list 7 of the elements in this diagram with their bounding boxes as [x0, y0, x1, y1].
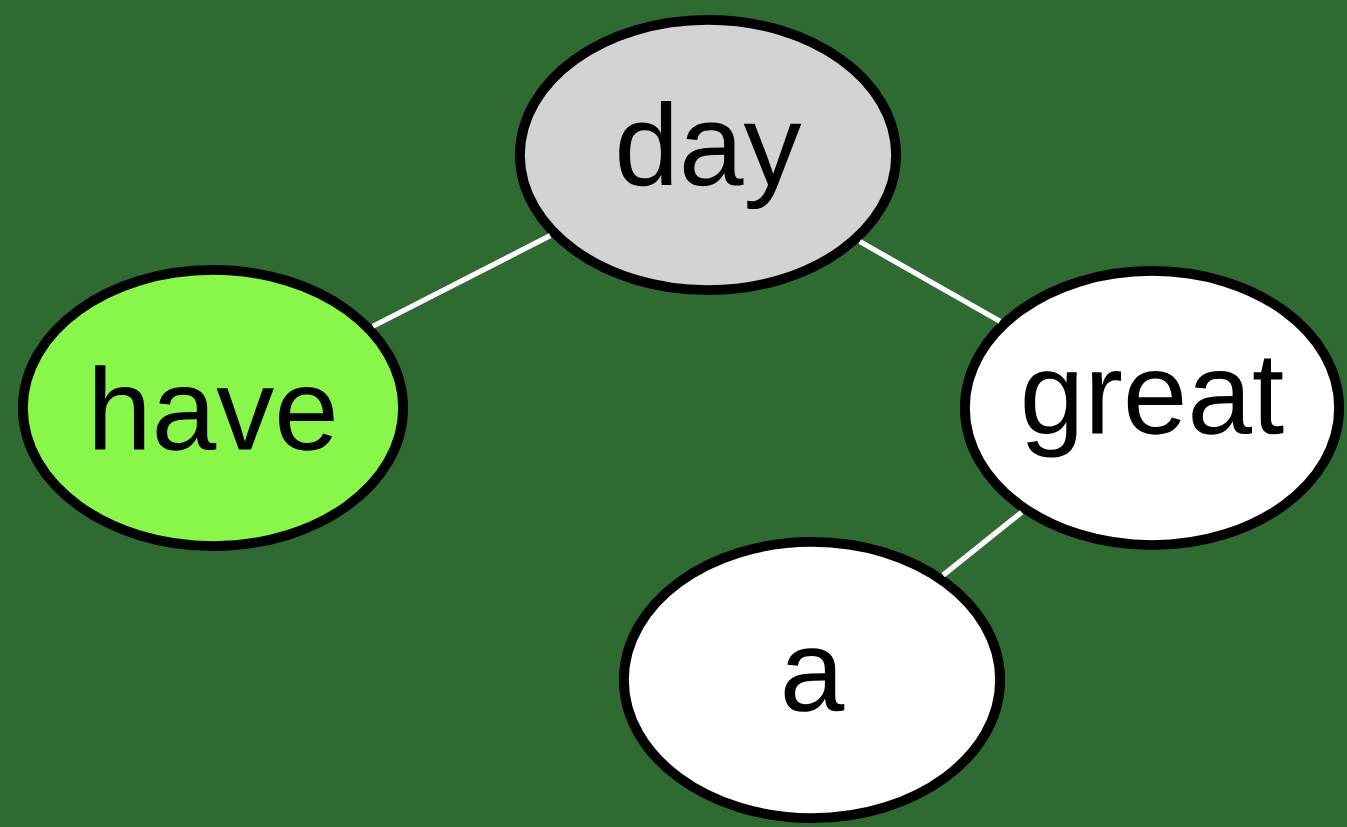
ellipse-node: great	[959, 266, 1345, 550]
ellipse-node: have	[17, 265, 409, 551]
ellipse-node: a	[618, 537, 1006, 823]
ellipse-node: day	[514, 15, 902, 295]
connector-line	[858, 239, 1002, 324]
connector-line	[941, 510, 1024, 578]
connector-line	[371, 233, 552, 329]
